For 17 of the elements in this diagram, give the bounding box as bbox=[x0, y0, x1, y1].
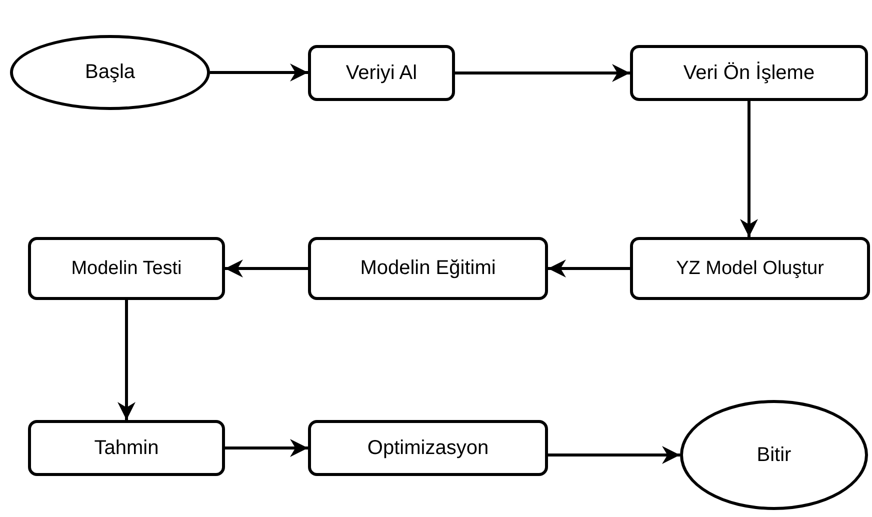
arrow bbox=[548, 446, 680, 464]
process-box: YZ Model Oluştur bbox=[630, 237, 870, 300]
process-box: Veriyi Al bbox=[308, 45, 455, 101]
arrow bbox=[118, 300, 136, 420]
start-ellipse: Başla bbox=[10, 35, 210, 110]
arrow bbox=[225, 260, 308, 278]
process-box: Optimizasyon bbox=[308, 420, 548, 476]
arrow bbox=[548, 260, 630, 278]
end-ellipse: Bitir bbox=[680, 400, 868, 510]
arrow bbox=[225, 439, 308, 457]
process-box: Tahmin bbox=[28, 420, 225, 476]
arrow bbox=[455, 64, 630, 82]
arrow bbox=[740, 101, 758, 237]
process-box: Modelin Eğitimi bbox=[308, 237, 548, 300]
arrow bbox=[210, 64, 308, 82]
process-box: Veri Ön İşleme bbox=[630, 45, 868, 101]
process-box: Modelin Testi bbox=[28, 237, 225, 300]
